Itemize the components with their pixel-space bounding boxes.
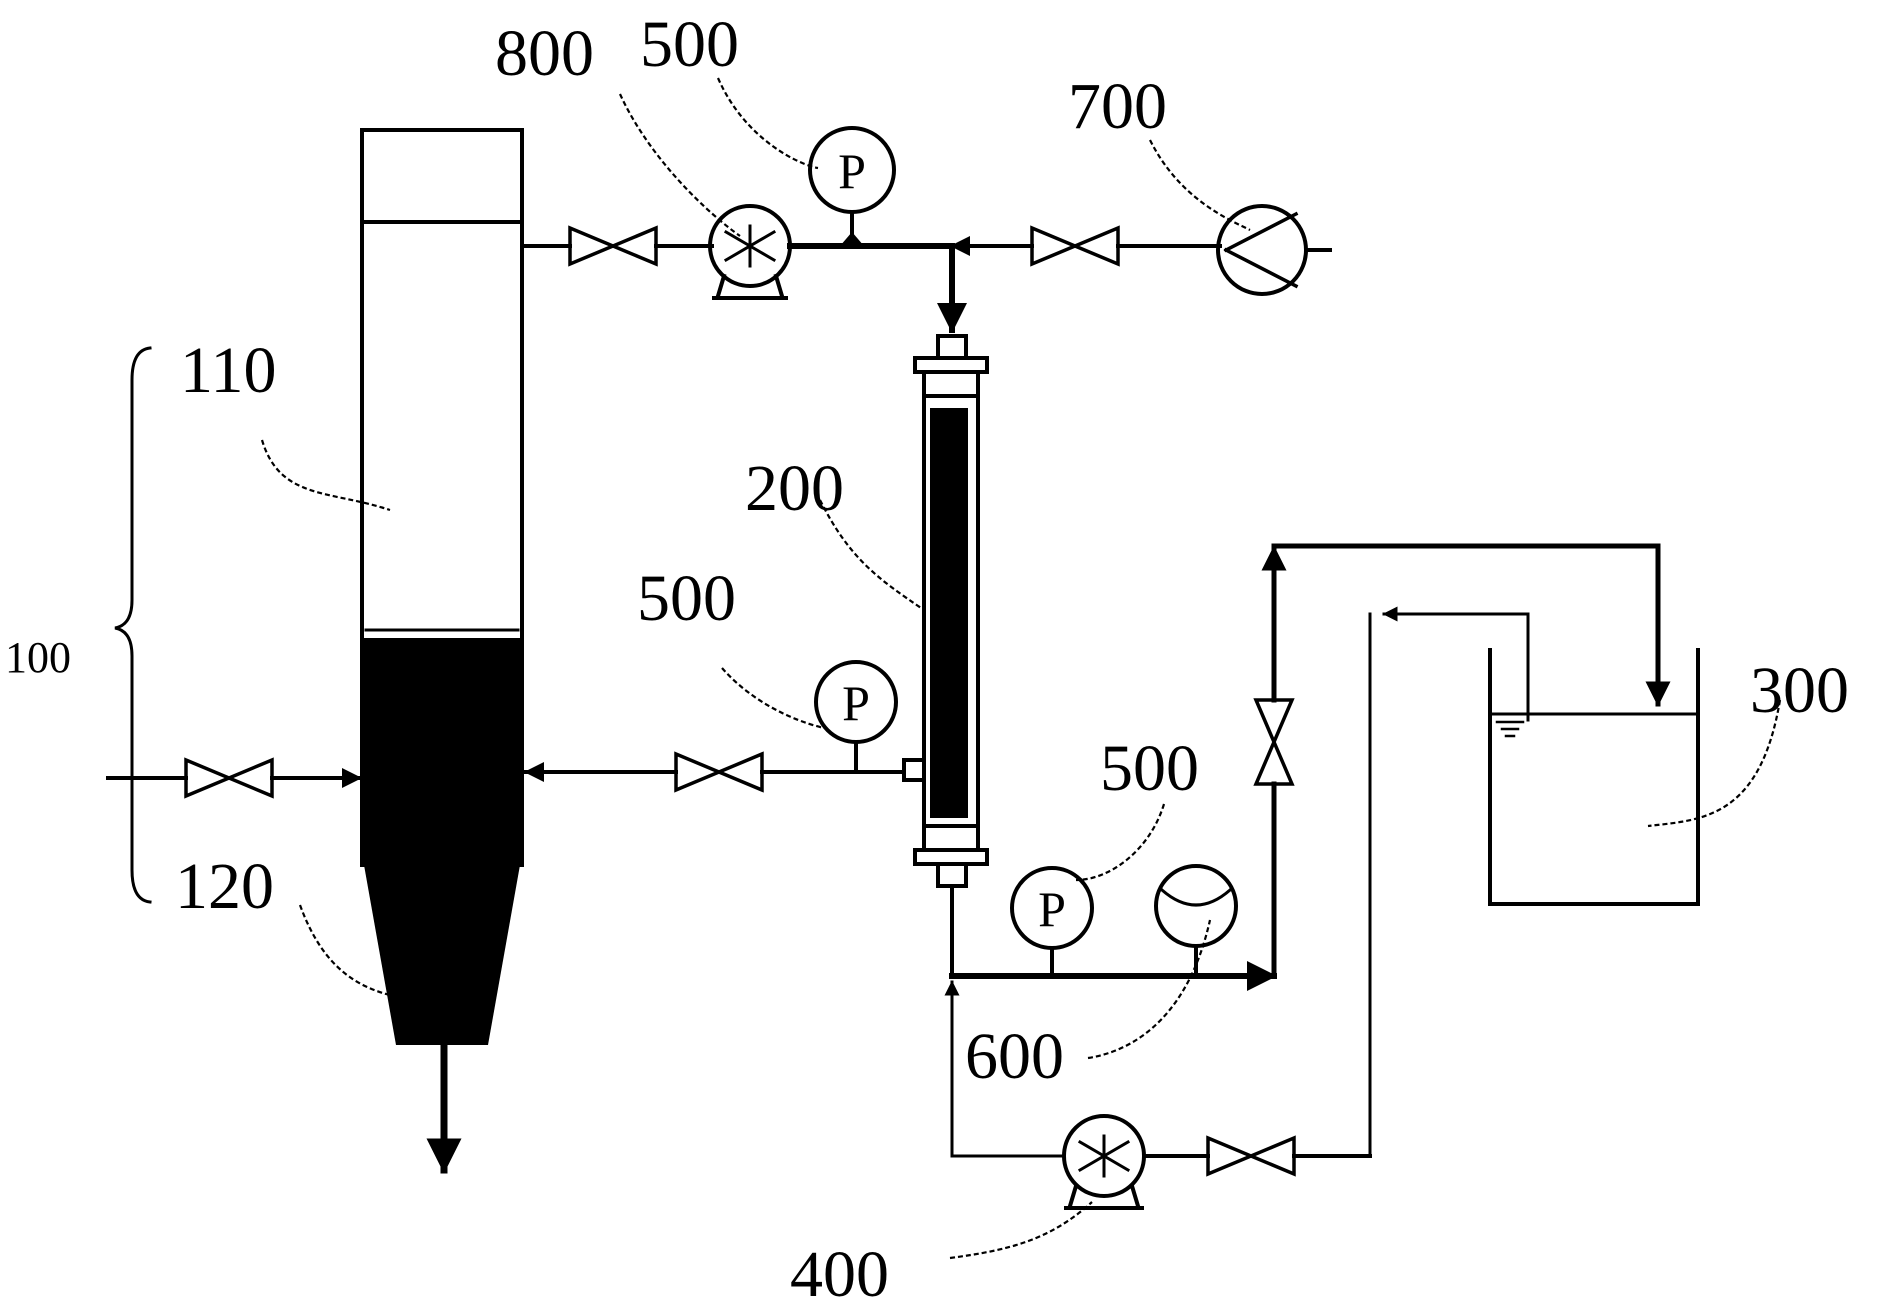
feed-pump-700: [1216, 204, 1332, 296]
label-200: 200: [745, 452, 844, 525]
water-level-icon: [1495, 720, 1525, 738]
pump-icon: [1216, 204, 1308, 296]
reactor-column: [360, 128, 524, 1174]
return-line: P: [524, 660, 906, 793]
pressure-gauge-icon: [1010, 866, 1094, 950]
label-300: 300: [1750, 654, 1849, 727]
valve-icon: [568, 225, 658, 267]
valve-icon: [1206, 1135, 1296, 1177]
label-120: 120: [175, 850, 274, 923]
reactor-sludge-bed: [364, 638, 520, 865]
top-pipeline: P: [520, 126, 1332, 333]
side-port: [902, 758, 926, 782]
pressure-gauge-mid: P: [814, 660, 898, 774]
pressure-gauge-icon: [814, 660, 898, 744]
gauge-symbol: P: [838, 143, 866, 199]
label-600: 600: [965, 1020, 1064, 1093]
backwash-pump-400: [1062, 1114, 1146, 1210]
label-500-right: 500: [1100, 732, 1199, 805]
gauge-symbol: P: [842, 675, 870, 731]
left-inlet-line: [106, 757, 362, 799]
membrane-module-200: [902, 334, 989, 888]
valve-icon: [674, 751, 764, 793]
label-100: 100: [5, 633, 71, 682]
membrane-fibers: [930, 408, 968, 818]
label-800: 800: [495, 17, 594, 90]
label-700: 700: [1068, 70, 1167, 143]
valve-icon: [1253, 698, 1295, 786]
backwash-line: [944, 606, 1530, 1210]
flowmeter-icon: [1154, 864, 1238, 948]
reactor-cone-120: [364, 865, 520, 1045]
gauge-symbol: P: [1038, 881, 1066, 937]
valve-icon: [1030, 225, 1120, 267]
pressure-gauge-icon: [808, 126, 896, 214]
pump-800: [708, 204, 792, 300]
reference-labels: 800 500 700 110 100 120 200 500 500 300 …: [5, 8, 1849, 1309]
pressure-gauge-top: P: [808, 126, 896, 248]
label-110: 110: [180, 334, 277, 407]
label-500-top: 500: [640, 8, 739, 81]
flowmeter-600: [1154, 864, 1238, 978]
valve-icon: [184, 757, 274, 799]
pressure-gauge-right: P: [1010, 866, 1094, 978]
brace-100: [114, 346, 152, 904]
label-400: 400: [790, 1238, 889, 1309]
tank-outline: [1488, 648, 1700, 906]
permeate-loop: P: [949, 543, 1671, 991]
label-500-mid: 500: [637, 562, 736, 635]
leader-lines: [260, 77, 1782, 1260]
tank-300: [1488, 648, 1700, 906]
